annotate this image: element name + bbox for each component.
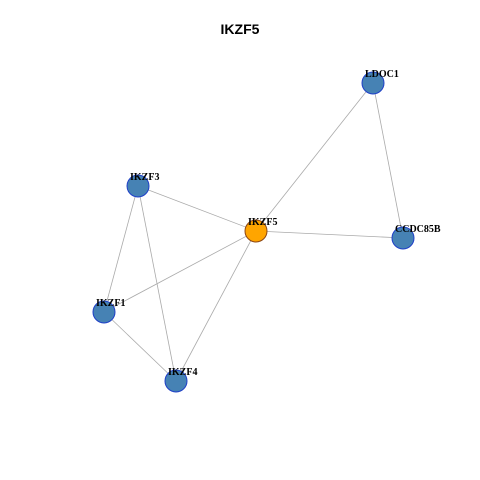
edge-ikzf5-ldoc1 <box>255 82 374 232</box>
node-ikzf5[interactable] <box>244 219 268 243</box>
edge-ikzf5-ccdc85b <box>255 230 404 239</box>
node-ikzf4[interactable] <box>164 369 188 393</box>
node-ikzf1[interactable] <box>92 300 116 324</box>
edge-ikzf5-ikzf3 <box>137 185 257 232</box>
node-label-ccdc85b: CCDC85B <box>395 224 441 235</box>
edge-ldoc1-ccdc85b <box>372 82 404 239</box>
graph-title: IKZF5 <box>220 21 260 37</box>
node-label-ldoc1: LDOC1 <box>365 69 399 80</box>
node-ccdc85b[interactable] <box>391 226 415 250</box>
edge-ikzf3-ikzf4 <box>137 185 177 382</box>
node-label-ikzf1: IKZF1 <box>96 298 125 309</box>
node-label-ikzf3: IKZF3 <box>130 172 159 183</box>
node-ikzf3[interactable] <box>126 174 150 198</box>
node-label-ikzf4: IKZF4 <box>168 367 197 378</box>
node-label-ikzf5: IKZF5 <box>248 217 277 228</box>
edge-ikzf3-ikzf1 <box>103 185 139 313</box>
edge-ikzf1-ikzf4 <box>103 311 177 382</box>
edge-ikzf5-ikzf4 <box>175 230 257 382</box>
edge-layer <box>103 82 404 382</box>
edge-ikzf5-ikzf1 <box>103 230 257 313</box>
node-ldoc1[interactable] <box>361 71 385 95</box>
node-layer <box>92 71 415 393</box>
